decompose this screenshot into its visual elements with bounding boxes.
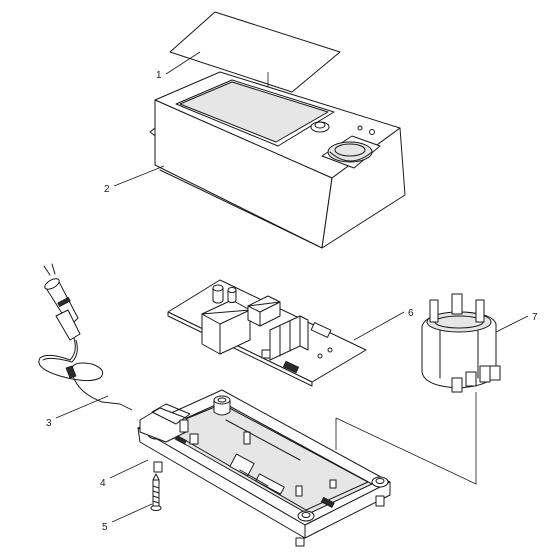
part-4-base-housing[interactable]	[137, 389, 391, 547]
callout-5: 5	[102, 522, 108, 533]
callout-1: 1	[156, 70, 162, 81]
part-5-screw[interactable]	[150, 473, 162, 511]
part-2-upper-housing[interactable]	[149, 71, 406, 249]
leader-2	[113, 165, 165, 187]
part-3-power-cord[interactable]	[38, 263, 133, 411]
callout-7: 7	[532, 312, 538, 323]
callout-6: 6	[408, 308, 414, 319]
leader-5	[111, 503, 153, 523]
part-7-battery-holder[interactable]	[421, 293, 529, 393]
part-6-circuit-board[interactable]	[167, 279, 405, 387]
leader-1	[165, 51, 201, 75]
callout-2: 2	[104, 184, 110, 195]
leader-3	[55, 395, 109, 419]
leader-4	[109, 459, 149, 479]
callout-3: 3	[46, 418, 52, 429]
assembly-guide-line	[335, 392, 477, 485]
callout-4: 4	[100, 478, 106, 489]
